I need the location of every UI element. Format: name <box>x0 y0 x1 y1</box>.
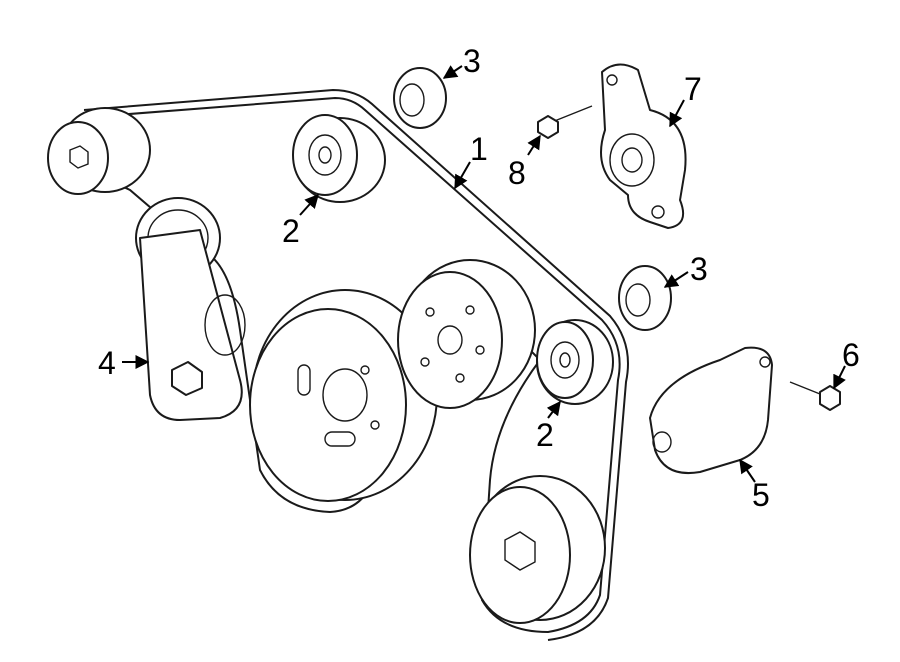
dust-cap-lower <box>618 265 672 331</box>
callout-bracket-upper: 7 <box>684 71 702 107</box>
idler-pulley-lower <box>536 319 614 405</box>
callout-cap-upper: 3 <box>463 43 481 79</box>
long-bolt <box>789 381 841 411</box>
callout-tensioner: 4 <box>98 345 116 381</box>
accessory-pulley-left <box>47 107 151 195</box>
callout-bracket-lower: 5 <box>752 477 770 513</box>
callout-idler-upper: 2 <box>282 213 300 249</box>
callout-idler-lower: 2 <box>536 417 554 453</box>
callout-cap-lower: 3 <box>690 251 708 287</box>
upper-bracket <box>600 63 687 229</box>
callout-bolt-long: 6 <box>842 337 860 373</box>
callout-belt: 1 <box>470 131 488 167</box>
bottom-pulley <box>469 475 606 624</box>
idler-pulley-upper <box>292 114 386 203</box>
callout-arrows <box>122 65 846 483</box>
middle-pulley <box>397 259 536 409</box>
belt-tensioner <box>135 197 246 421</box>
large-pulley <box>249 289 438 502</box>
short-bolt <box>537 105 593 139</box>
callout-bolt-short: 8 <box>508 155 526 191</box>
lower-bracket <box>649 346 773 474</box>
dust-cap-upper <box>393 67 447 129</box>
